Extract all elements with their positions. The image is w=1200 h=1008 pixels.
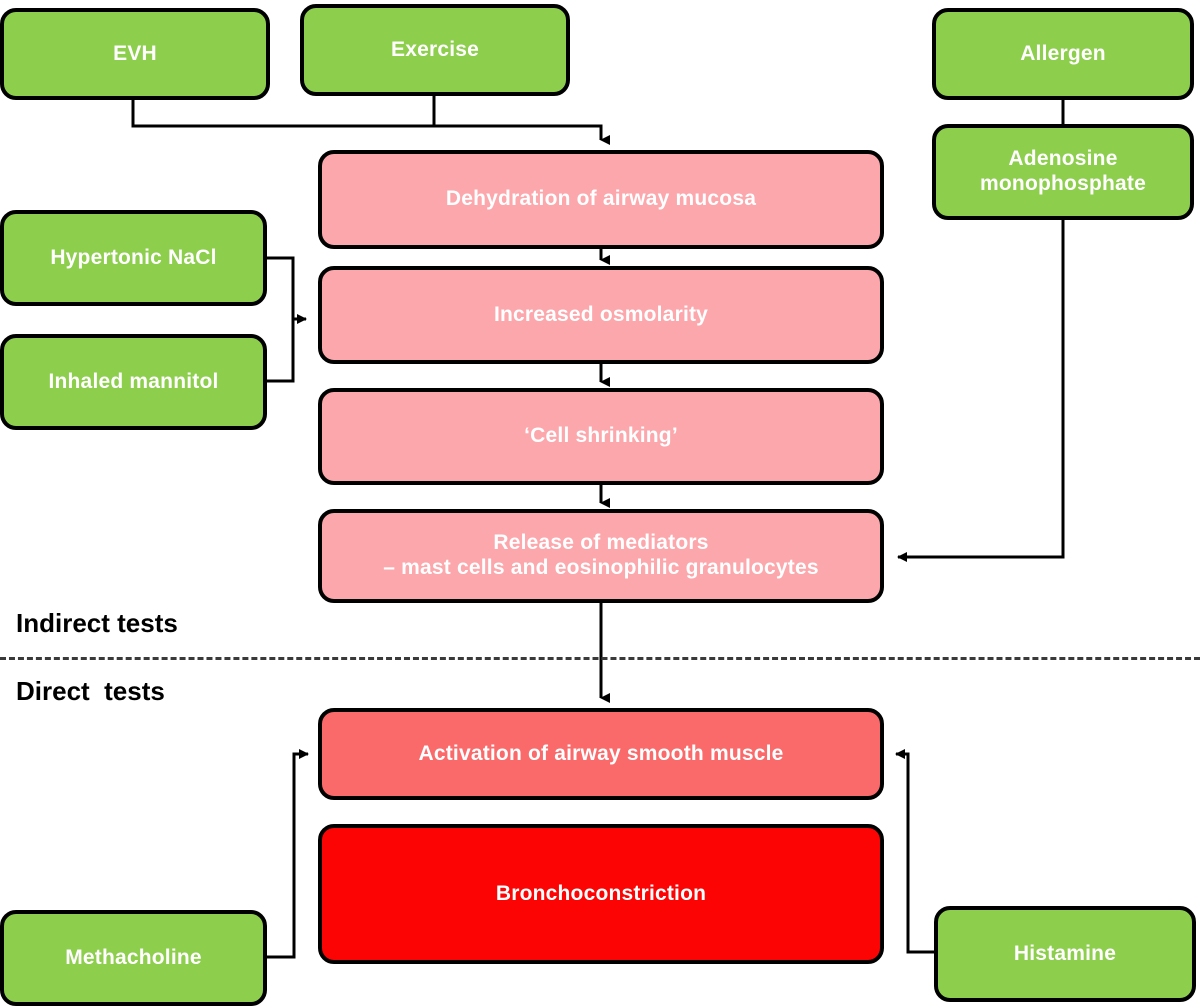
node-cell-shrinking[interactable]: ‘Cell shrinking’ <box>318 388 884 485</box>
node-adenosine-monophosphate[interactable]: Adenosine monophosphate <box>932 124 1194 220</box>
node-activation-of-airway-smooth-muscle[interactable]: Activation of airway smooth muscle <box>318 708 884 800</box>
edge-histamine-to-activation <box>895 749 934 954</box>
node-histamine[interactable]: Histamine <box>934 906 1196 1002</box>
label-indirect-tests: Indirect tests <box>16 608 178 638</box>
node-release-of-mediators[interactable]: Release of mediators – mast cells and eo… <box>318 509 884 603</box>
edge-methacholine-to-activation <box>267 749 309 959</box>
node-methacholine[interactable]: Methacholine <box>0 910 267 1006</box>
node-inhaled-mannitol[interactable]: Inhaled mannitol <box>0 334 267 430</box>
node-hypertonic-nacl[interactable]: Hypertonic NaCl <box>0 210 267 306</box>
indirect-direct-divider <box>0 657 1200 660</box>
edge-evh-to-dehydration <box>131 100 610 145</box>
node-dehydration-of-airway-mucosa[interactable]: Dehydration of airway mucosa <box>318 150 884 249</box>
node-bronchoconstriction[interactable]: Bronchoconstriction <box>318 824 884 964</box>
node-exercise[interactable]: Exercise <box>300 4 570 96</box>
node-increased-osmolarity[interactable]: Increased osmolarity <box>318 266 884 364</box>
edge-nacl-mannitol-bracket <box>267 256 295 383</box>
node-evh[interactable]: EVH <box>0 8 270 100</box>
label-direct-tests: Direct tests <box>16 676 165 706</box>
edge-adenosine-to-release <box>897 220 1065 562</box>
node-allergen[interactable]: Allergen <box>932 8 1194 100</box>
